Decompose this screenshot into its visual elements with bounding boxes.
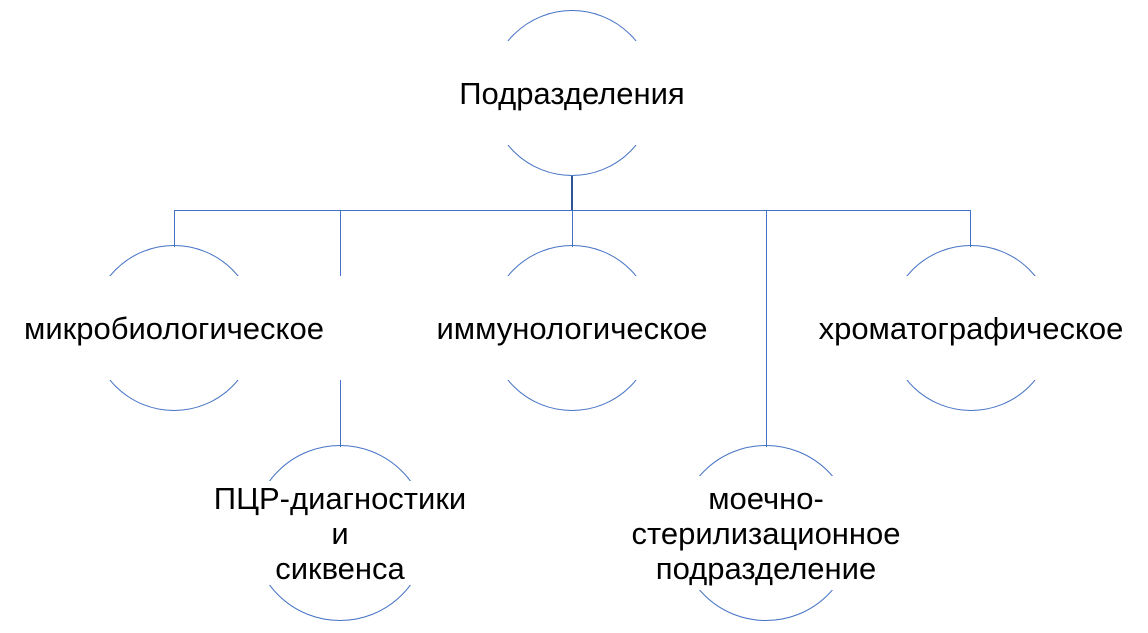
node-microbiological: микробиологическое — [0, 245, 352, 411]
node-microbiological-label: микробиологическое — [0, 276, 352, 380]
connector-drop-microbiological — [174, 210, 176, 247]
node-root: Подразделения — [452, 10, 692, 176]
node-immunological: иммунологическое — [434, 245, 710, 411]
node-immunological-label: иммунологическое — [434, 276, 710, 380]
connector-drop-washing-sterilization — [766, 210, 768, 447]
node-chromatographic-label: хроматографическое — [815, 276, 1127, 380]
node-pcr-sequencing: ПЦР-диагностики и сиквенса — [210, 445, 470, 621]
connector-drop-chromatographic — [970, 210, 972, 247]
node-washing-sterilization-label: моечно- стерилизационное подразделение — [631, 476, 901, 590]
connector-drop-immunological — [571, 210, 573, 247]
node-root-label: Подразделения — [452, 41, 692, 145]
node-chromatographic: хроматографическое — [815, 245, 1127, 411]
node-pcr-sequencing-label: ПЦР-диагностики и сиквенса — [210, 481, 470, 586]
connector-root-trunk — [570, 176, 573, 210]
node-washing-sterilization: моечно- стерилизационное подразделение — [631, 445, 901, 621]
